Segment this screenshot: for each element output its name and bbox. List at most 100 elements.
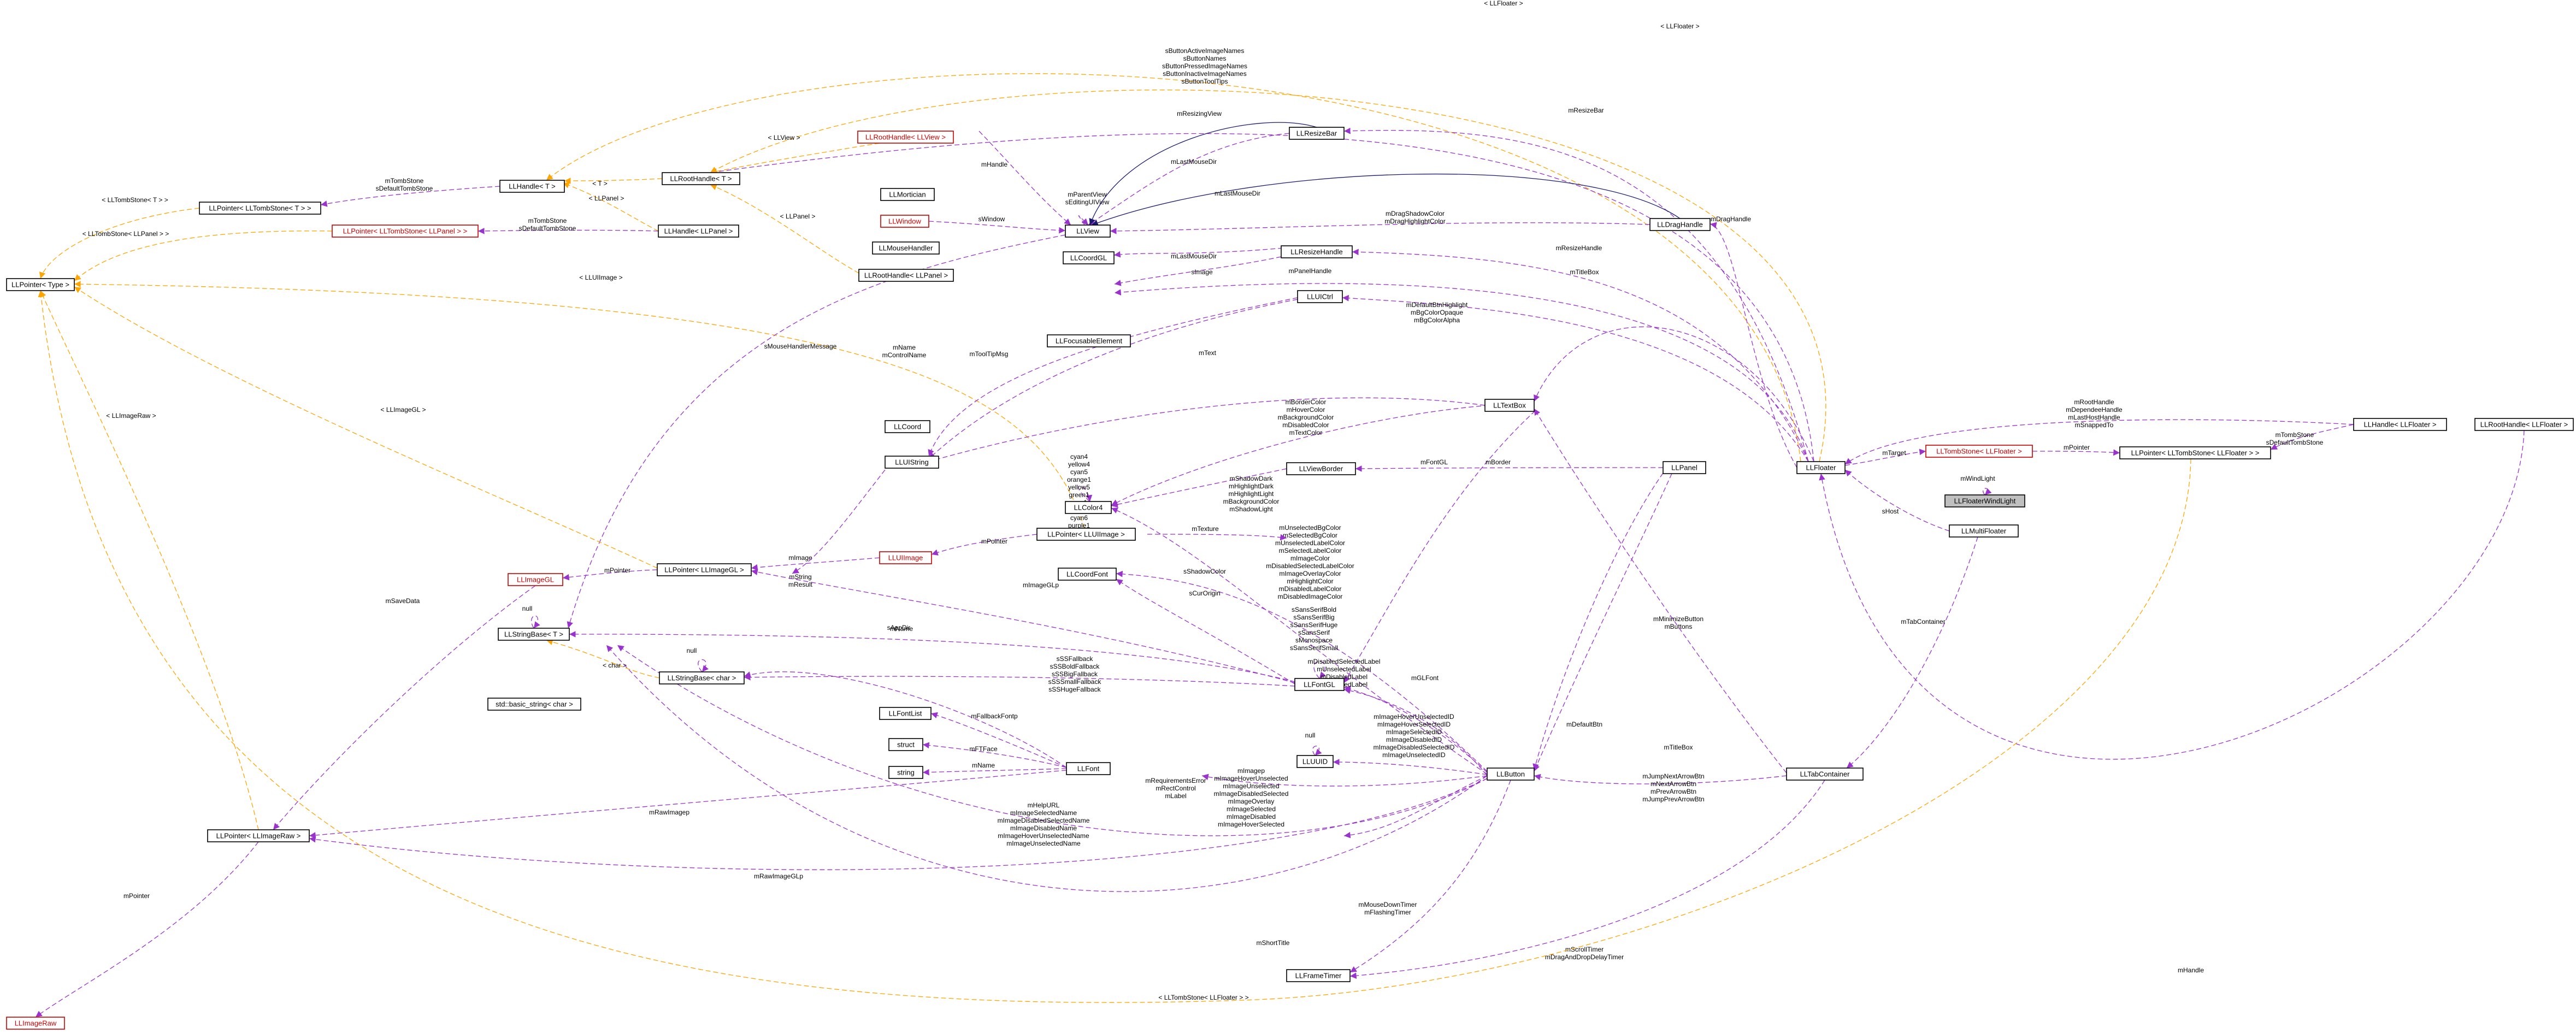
edge-e06: mResizeBar (1343, 107, 1809, 462)
edge-label: sButtonActiveImageNames (1165, 47, 1245, 55)
class-node-llroothandle-t[interactable]: LLRootHandle< T > (662, 172, 740, 185)
edge-label: mRequirementsError (1145, 777, 1206, 784)
class-node-llresizebar[interactable]: LLResizeBar (1289, 127, 1345, 140)
class-node-llfocusableelement[interactable]: LLFocusableElement (1047, 334, 1131, 347)
edge-e42: mFontGL (1343, 410, 1536, 683)
edge-e70-line (1534, 408, 1787, 774)
edge-label: mSelectedLabelColor (1279, 547, 1342, 554)
edge-label: mDisabledSelectedLabelColor (1266, 562, 1354, 570)
class-node-llroothandle-llview[interactable]: LLRootHandle< LLView > (857, 131, 954, 144)
edge-e05-line (1088, 133, 1290, 226)
edge-e73-line (1201, 774, 1488, 787)
class-node-llpointer-llimageraw[interactable]: LLPointer< LLImageRaw > (207, 829, 310, 842)
edge-label: mTombStone (385, 177, 424, 185)
class-node-lluiimage[interactable]: LLUIImage (879, 551, 932, 564)
class-node-lltombstone-llfloater[interactable]: LLTombStone< LLFloater > (1925, 445, 2033, 458)
class-node-llfont[interactable]: LLFont (1066, 762, 1111, 775)
class-node-std-basic-string-char[interactable]: std::basic_string< char > (487, 698, 581, 711)
class-node-llstringbase-t[interactable]: LLStringBase< T > (498, 628, 570, 641)
class-box (199, 202, 321, 215)
edge-e14: sWindow (928, 215, 1066, 234)
class-box (1047, 334, 1131, 347)
class-node-llresizehandle[interactable]: LLResizeHandle (1281, 245, 1353, 258)
class-node-llhandle-llpanel[interactable]: LLHandle< LLPanel > (658, 225, 739, 238)
class-node-llpointer-tombstone-t[interactable]: LLPointer< LLTombStone< T > > (199, 202, 321, 215)
edge-e68-line (1333, 759, 1488, 775)
edge-label: mImageDisabledSelected (1214, 790, 1289, 798)
class-label: LLStringBase< char > (668, 674, 736, 682)
class-node-llhandle-t[interactable]: LLHandle< T > (499, 180, 565, 193)
class-node-llimageraw[interactable]: LLImageRaw (6, 1017, 65, 1030)
edge-e64-line (1343, 686, 1488, 773)
class-node-llpointer-tombstone-llpanel[interactable]: LLPointer< LLTombStone< LLPanel > > (332, 225, 479, 238)
edge-e16-line (710, 184, 859, 274)
class-node-llpointer-tombstone-llfloater[interactable]: LLPointer< LLTombStone< LLFloater > > (2119, 446, 2271, 459)
class-node-llhandle-llfloater[interactable]: LLHandle< LLFloater > (2353, 418, 2447, 431)
class-node-llpointer-llimagegl[interactable]: LLPointer< LLImageGL > (657, 563, 752, 576)
edge-e48-line (751, 557, 880, 571)
class-node-llframetimer[interactable]: LLFrameTimer (1286, 969, 1351, 982)
edge-label: sSansSerifBold (1292, 606, 1336, 613)
class-label: LLResizeBar (1296, 129, 1337, 138)
edge-label: mHoverColor (1287, 406, 1325, 414)
class-node-llroothandle-llpanel[interactable]: LLRootHandle< LLPanel > (858, 269, 954, 282)
class-node-lluuid[interactable]: LLUUID (1296, 755, 1334, 768)
class-label: LLColor4 (1074, 504, 1103, 512)
edge-label: cyan5 (1070, 468, 1088, 476)
class-node-llmortician[interactable]: LLMortician (880, 188, 935, 201)
class-box (1036, 528, 1136, 541)
edge-label: < LLPanel > (780, 212, 816, 220)
edge-e23: sImage (1114, 256, 1282, 286)
class-node-llimagegl[interactable]: LLImageGL (508, 573, 563, 586)
edge-label: mRawImageGLp (754, 872, 803, 880)
edge-e46-line (1147, 534, 1287, 541)
class-node-llpointer-lluiimage[interactable]: LLPointer< LLUIImage > (1036, 528, 1136, 541)
edge-label: mRectControl (1156, 784, 1195, 792)
edge-e75: mJumpNextArrowBtnmNextArrowBtnmPrevArrow… (1534, 772, 1787, 803)
class-box (2353, 418, 2447, 431)
edge-e53: sShadowColor (1116, 568, 1488, 772)
edge-e78: mRawImageGLp (309, 778, 1488, 880)
class-node-lltabcontainer[interactable]: LLTabContainer (1786, 768, 1864, 781)
edge-e44: sHost (1844, 469, 1950, 532)
class-node-lluistring[interactable]: LLUIString (885, 456, 939, 469)
class-node-llfontgl[interactable]: LLFontGL (1294, 678, 1345, 691)
class-node-llcoord[interactable]: LLCoord (885, 420, 930, 433)
edge-e39: mWindLight (1960, 475, 1995, 495)
class-label: LLPointer< LLTombStone< T > > (209, 204, 311, 212)
class-node-llpanel[interactable]: LLPanel (1663, 461, 1706, 474)
class-node-llpointer-type[interactable]: LLPointer< Type > (6, 278, 75, 291)
edge-e21-line (1091, 173, 1681, 226)
edge-e09-line (564, 178, 663, 184)
class-box (662, 172, 740, 185)
class-node-llfontlist[interactable]: LLFontList (879, 707, 932, 720)
class-node-llview[interactable]: LLView (1065, 225, 1111, 238)
edge-label: mFTFace (969, 745, 998, 753)
class-node-llstringbase-char[interactable]: LLStringBase< char > (659, 671, 745, 684)
class-node-llviewborder[interactable]: LLViewBorder (1286, 462, 1356, 475)
class-node-llroothandle-llfloater[interactable]: LLRootHandle< LLFloater > (2474, 418, 2574, 431)
edge-label: sSansSerif (1298, 629, 1330, 636)
edge-label: mSnappedTo (2075, 421, 2114, 429)
class-label: LLFloater (1806, 464, 1837, 472)
class-node-llmultifloater[interactable]: LLMultiFloater (1949, 524, 2019, 538)
class-node-llcoordfont[interactable]: LLCoordFont (1058, 568, 1117, 581)
class-node-llmousehandler[interactable]: LLMouseHandler (872, 241, 940, 255)
edge-e01: < LLFloater > (546, 0, 1801, 462)
class-node-llcoordgl[interactable]: LLCoordGL (1063, 251, 1115, 264)
class-node-lltextbox[interactable]: LLTextBox (1484, 399, 1535, 412)
class-node-llwindow[interactable]: LLWindow (880, 215, 929, 228)
class-label: LLFont (1077, 765, 1100, 773)
class-node-struct[interactable]: struct (888, 738, 923, 751)
edge-e62-line (698, 659, 709, 672)
class-node-lldraghandle[interactable]: LLDragHandle (1649, 218, 1711, 231)
class-node-llfloater[interactable]: LLFloater (1796, 461, 1846, 474)
edge-label: mTombStone (2276, 431, 2314, 439)
class-node-llcolor4[interactable]: LLColor4 (1065, 501, 1112, 514)
edge-label: mBackgroundColor (1278, 414, 1334, 421)
class-node-llbutton[interactable]: LLButton (1487, 768, 1535, 781)
class-node-string[interactable]: string (888, 766, 923, 779)
edge-label: sButtonPressedImageNames (1162, 62, 1247, 70)
class-node-llfloaterwindlight[interactable]: LLFloaterWindLight (1944, 494, 2025, 507)
class-node-lluictrl[interactable]: LLUICtrl (1297, 290, 1343, 303)
